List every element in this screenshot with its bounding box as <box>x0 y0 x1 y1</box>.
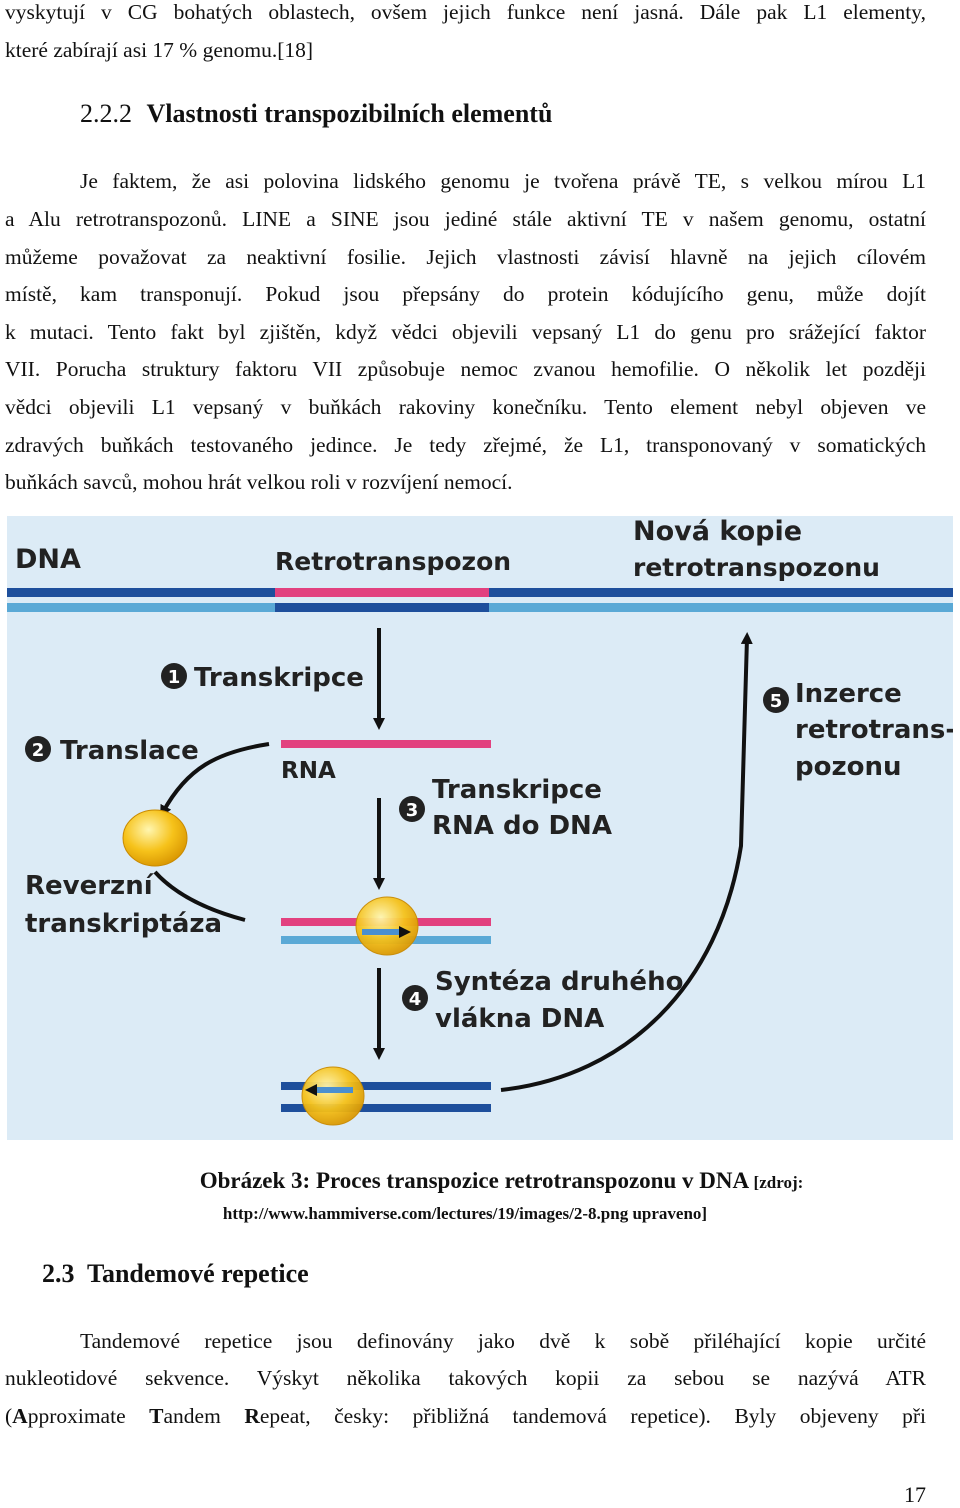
section-heading-23: 2.3 Tandemové repetice <box>42 1258 309 1290</box>
copy-strand-bottom <box>281 1104 491 1112</box>
section-number: 2.3 <box>42 1259 75 1288</box>
text-line: Tandemové repetice jsou definovány jako … <box>80 1329 926 1353</box>
reverse-transcriptase-enzyme <box>122 809 188 867</box>
step-3-badge <box>399 796 425 822</box>
copy-strand-top <box>281 1082 491 1090</box>
retrotransposon-diagram: DNA Retrotranspozon Nová kopie retrotran… <box>7 516 953 1140</box>
retrotransposon-label: Retrotranspozon <box>275 547 511 576</box>
atr-letter-r: R <box>244 1404 260 1428</box>
insertion-arrow <box>500 632 753 1092</box>
enzyme-to-rna-arrow <box>153 870 246 922</box>
translation-arrow <box>160 742 270 818</box>
reverse-transcriptase-active <box>355 896 419 956</box>
text-fragment: ( <box>5 1404 13 1428</box>
dna-label: DNA <box>15 544 81 575</box>
rna-strand <box>281 740 491 748</box>
text-line: a Alu retrotranspozonů. LINE a SINE jsou… <box>5 207 926 231</box>
text-fragment: andem <box>163 1404 245 1428</box>
reverse-transcriptase-second <box>301 1066 365 1126</box>
dna-double-strand <box>7 588 953 612</box>
text-line: buňkách savců, mohou hrát velkou roli v … <box>5 470 513 494</box>
text-line: (Approximate Tandem Repeat, česky: přibl… <box>5 1402 926 1430</box>
step-2-label: Translace <box>60 736 199 766</box>
step-5-label-1: Inzerce <box>795 679 902 709</box>
text-line: místě, kam transponují. Pokud jsou přeps… <box>5 282 926 306</box>
caption-source-open: [zdroj: <box>753 1173 804 1192</box>
rt-label-1: Reverzní <box>25 871 155 901</box>
text-line: nukleotidové sekvence. Výskyt několika t… <box>5 1366 926 1390</box>
step-4-number: 4 <box>409 989 422 1010</box>
step-3-number: 3 <box>406 800 419 821</box>
text-line: VII. Porucha struktury faktoru VII způso… <box>5 357 926 381</box>
text-line: Je faktem, že asi polovina lidského geno… <box>80 169 926 193</box>
section-number: 2.2.2 <box>80 99 132 128</box>
text-line: zdravých buňkách testovaného jedince. Je… <box>5 433 926 457</box>
step-1-number: 1 <box>168 667 181 688</box>
text-line: vědci objevili L1 vepsaný v buňkách rako… <box>5 395 926 419</box>
figure-caption: Obrázek 3: Proces transpozice retrotrans… <box>0 1168 960 1194</box>
page-number: 17 <box>904 1482 926 1507</box>
atr-letter-t: T <box>149 1404 164 1428</box>
section-heading-222: 2.2.2 Vlastnosti transpozibilních elemen… <box>80 98 552 130</box>
rna-label: RNA <box>281 758 336 784</box>
text-fragment: epeat, česky: přibližná tandemová repeti… <box>259 1404 927 1428</box>
step-3-label-2: RNA do DNA <box>432 811 612 841</box>
rt-label-2: transkriptáza <box>25 909 222 939</box>
step-1-badge <box>161 663 187 689</box>
section-title: Tandemové repetice <box>87 1259 309 1288</box>
text-line: vyskytují v CG bohatých oblastech, ovšem… <box>5 0 926 24</box>
new-copy-label-2: retrotranspozonu <box>633 553 880 582</box>
new-copy-label-1: Nová kopie <box>633 516 802 547</box>
caption-main: Obrázek 3: Proces transpozice retrotrans… <box>199 1168 748 1193</box>
text-fragment: pproximate <box>27 1404 150 1428</box>
step-1-label: Transkripce <box>194 663 364 693</box>
text-line: k mutaci. Tento fakt byl zjištěn, když v… <box>5 320 926 344</box>
caption-source: http://www.hammiverse.com/lectures/19/im… <box>222 1204 708 1223</box>
step-5-label-3: pozonu <box>795 752 902 782</box>
step-4-badge <box>402 985 428 1011</box>
step-2-number: 2 <box>32 740 45 761</box>
step-3-label-1: Transkripce <box>432 775 602 805</box>
step-5-label-2: retrotrans- <box>795 715 953 745</box>
step-2-badge <box>25 736 51 762</box>
step-5-badge <box>763 687 789 713</box>
step-4-label-2: vlákna DNA <box>435 1004 604 1034</box>
text-line: které zabírají asi 17 % genomu.[18] <box>5 38 314 62</box>
text-line: můžeme považovat za neaktivní fosilie. J… <box>5 245 926 269</box>
section-title: Vlastnosti transpozibilních elementů <box>146 99 553 128</box>
step-4-label-1: Syntéza druhého <box>435 967 683 997</box>
step-5-number: 5 <box>770 691 783 712</box>
atr-letter-a: A <box>12 1404 28 1428</box>
